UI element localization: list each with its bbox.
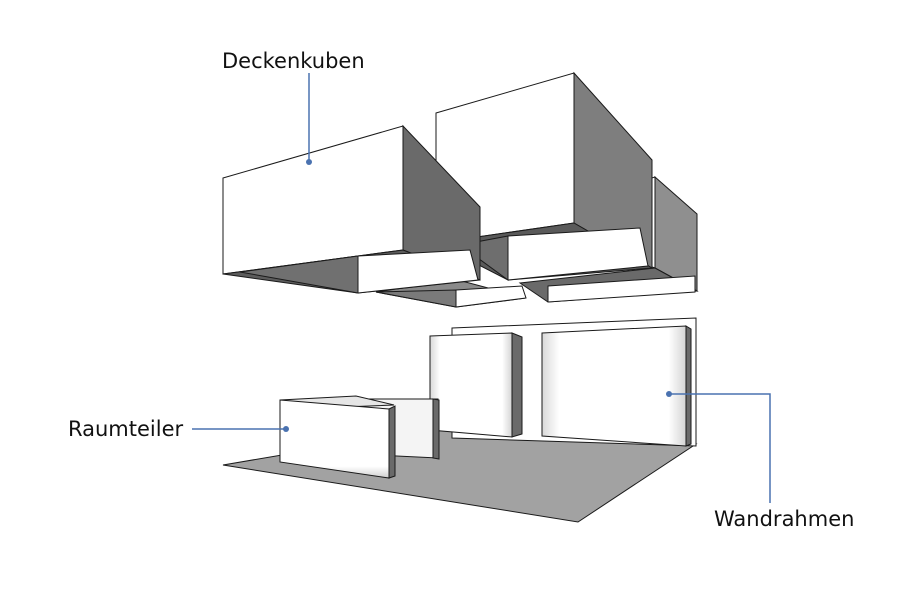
ceiling-marker-dot [306, 159, 312, 165]
leader-line-wall [666, 391, 771, 503]
label-room-divider: Raumteiler [68, 417, 184, 441]
label-wall-frames: Wandrahmen [714, 507, 855, 531]
room-divider-panels [279, 395, 440, 479]
back-wall-frames [429, 317, 697, 447]
leader-line-ceiling [306, 73, 312, 165]
divider-marker-dot [283, 426, 289, 432]
label-ceiling-cubes: Deckenkuben [222, 49, 365, 73]
leader-line-divider [192, 426, 289, 432]
ceiling-cubes [222, 71, 699, 308]
wall-marker-dot [666, 391, 672, 397]
